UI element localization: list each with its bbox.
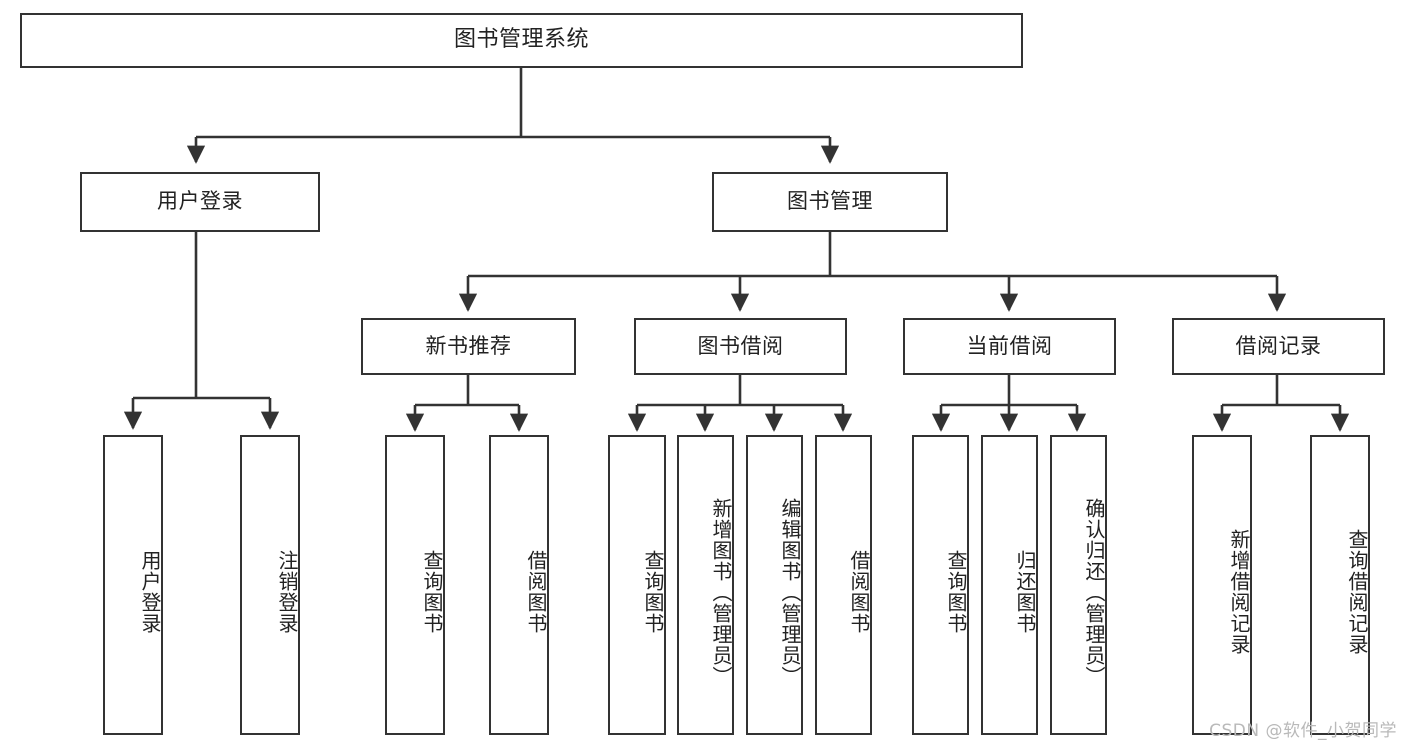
leaf-query-books-borrowing[interactable]: 查询图书 <box>608 435 666 735</box>
leaf-logout[interactable]: 注销登录 <box>240 435 300 735</box>
node-label: 归还图书 <box>1013 550 1037 634</box>
node-label: 用户登录 <box>138 550 162 634</box>
node-label: 图书借阅 <box>697 333 784 358</box>
node-current-borrowing[interactable]: 当前借阅 <box>903 318 1116 375</box>
node-label: 新增借阅记录 <box>1227 529 1251 655</box>
node-label: 查询借阅记录 <box>1345 529 1369 655</box>
leaf-query-books-current[interactable]: 查询图书 <box>912 435 969 735</box>
leaf-edit-book-admin[interactable]: 编辑图书（管理员） <box>746 435 803 735</box>
node-label: 新增图书（管理员） <box>709 497 733 687</box>
leaf-query-borrowing-record[interactable]: 查询借阅记录 <box>1310 435 1370 735</box>
leaf-borrow-books-recommendation[interactable]: 借阅图书 <box>489 435 549 735</box>
node-label: 图书管理系统 <box>453 27 589 53</box>
node-book-management[interactable]: 图书管理 <box>712 172 948 232</box>
node-label: 图书管理 <box>787 189 873 214</box>
node-label: 新书推荐 <box>425 333 512 358</box>
node-label: 查询图书 <box>420 550 444 634</box>
node-label: 借阅图书 <box>524 550 548 634</box>
node-book-borrowing[interactable]: 图书借阅 <box>634 318 847 375</box>
node-label: 注销登录 <box>275 550 299 634</box>
node-label: 确认归还（管理员） <box>1082 497 1106 687</box>
leaf-add-borrowing-record[interactable]: 新增借阅记录 <box>1192 435 1252 735</box>
leaf-user-login[interactable]: 用户登录 <box>103 435 163 735</box>
leaf-query-books-recommendation[interactable]: 查询图书 <box>385 435 445 735</box>
node-label: 查询图书 <box>641 550 665 634</box>
leaf-confirm-return-admin[interactable]: 确认归还（管理员） <box>1050 435 1107 735</box>
node-borrowing-records[interactable]: 借阅记录 <box>1172 318 1385 375</box>
node-user-login[interactable]: 用户登录 <box>80 172 320 232</box>
node-label: 用户登录 <box>157 189 243 214</box>
node-label: 借阅记录 <box>1235 333 1322 358</box>
node-label: 查询图书 <box>944 550 968 634</box>
node-label: 编辑图书（管理员） <box>778 497 802 687</box>
leaf-add-book-admin[interactable]: 新增图书（管理员） <box>677 435 734 735</box>
node-new-book-recommendation[interactable]: 新书推荐 <box>361 318 576 375</box>
leaf-return-books[interactable]: 归还图书 <box>981 435 1038 735</box>
leaf-borrow-books[interactable]: 借阅图书 <box>815 435 872 735</box>
node-label: 当前借阅 <box>966 333 1053 358</box>
node-root-book-management-system[interactable]: 图书管理系统 <box>20 13 1023 68</box>
csdn-watermark: CSDN @软件_小贺同学 <box>1209 721 1397 741</box>
node-label: 借阅图书 <box>847 550 871 634</box>
